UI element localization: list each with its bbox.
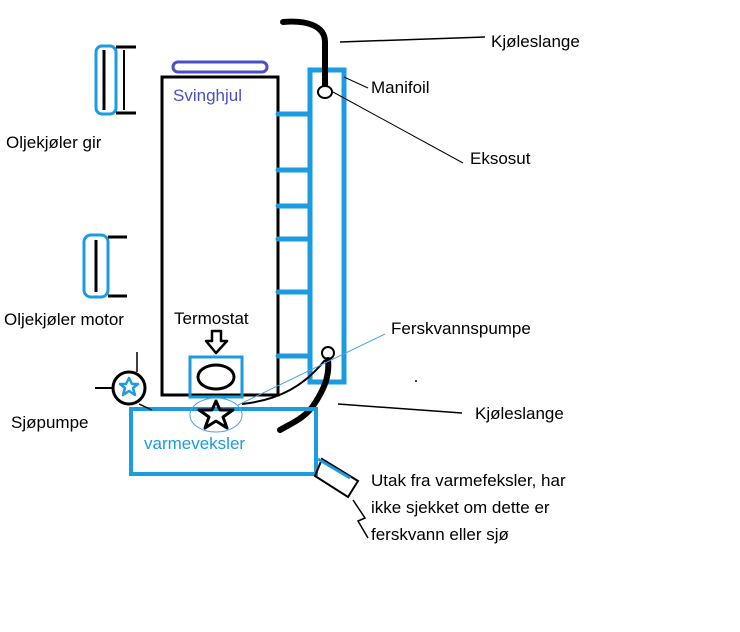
label-svinghjul: Svinghjul — [173, 86, 242, 105]
star-icon — [118, 376, 140, 397]
star-icon — [197, 399, 235, 430]
hose-to-pump — [241, 359, 326, 405]
manifold-pipes — [275, 111, 313, 359]
freshwater-pump — [189, 397, 243, 433]
label-manifoil: Manifoil — [371, 78, 430, 97]
flywheel — [171, 60, 269, 74]
cooling-hose-top — [280, 18, 328, 93]
leader-eksosut — [332, 91, 464, 164]
label-varmeveksler: varmeveksler — [144, 434, 245, 453]
thermostat — [196, 363, 236, 391]
leader-utak — [352, 499, 369, 539]
label-ferskvannspumpe: Ferskvannspumpe — [391, 319, 531, 338]
label-termostat: Termostat — [174, 309, 249, 328]
leader-ferskvannspumpe — [237, 333, 386, 406]
leader-kjoleslange-bottom — [337, 403, 463, 414]
leader-kjoleslange-top — [339, 36, 486, 43]
down-arrow-icon — [204, 329, 229, 355]
heat-exchanger-outlet — [313, 457, 360, 499]
stray-dot — [415, 380, 417, 382]
oil-cooler-motor — [82, 233, 127, 299]
label-kjoleslange-bottom: Kjøleslange — [475, 404, 564, 423]
label-oljekjoler-motor: Oljekjøler motor — [4, 310, 124, 329]
label-kjoleslange-top: Kjøleslange — [491, 32, 580, 51]
manifold — [307, 67, 347, 385]
leader-manifoil — [343, 76, 369, 89]
cooling-hose-bottom — [277, 357, 332, 433]
label-utak-line2: ikke sjekket om dette er — [371, 498, 550, 517]
label-oljekjoler-gir: Oljekjøler gir — [6, 133, 102, 152]
label-utak-line1: Utak fra varmefeksler, har — [371, 471, 566, 490]
manifold-fitting-top — [317, 85, 333, 99]
label-eksosut: Eksosut — [470, 149, 531, 168]
oil-cooler-gear — [94, 44, 136, 116]
engine-block — [160, 75, 280, 397]
thermostat-housing — [188, 355, 244, 399]
label-sjopumpe: Sjøpumpe — [11, 413, 88, 432]
label-utak-line3: ferskvann eller sjø — [371, 525, 509, 544]
sea-pump-link — [138, 403, 153, 411]
